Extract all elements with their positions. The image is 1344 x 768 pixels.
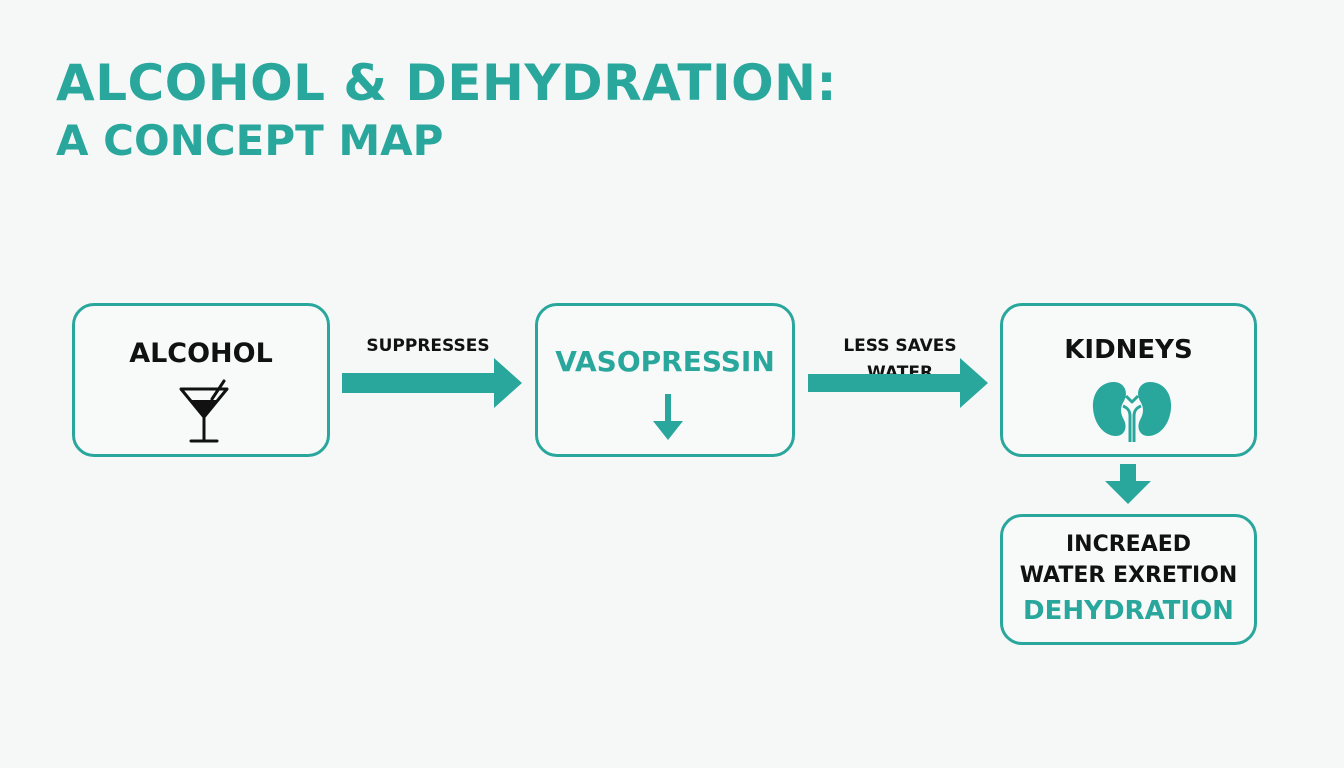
node-vasopressin-label: VASOPRESSIN — [555, 345, 775, 378]
edge-label-line-1: LESS SAVES — [843, 336, 957, 356]
arrow-kidneys-to-outcome — [1105, 464, 1151, 504]
node-kidneys: KIDNEYS — [1000, 303, 1257, 457]
node-vasopressin: VASOPRESSIN — [535, 303, 795, 457]
down-arrow-icon — [653, 394, 683, 440]
node-outcome: INCREAED WATER EXRETION DEHYDRATION — [1000, 514, 1257, 645]
node-outcome-line-2: WATER EXRETION — [1019, 563, 1238, 588]
node-outcome-line-3: DEHYDRATION — [1023, 596, 1234, 626]
node-outcome-line-1: INCREAED — [1065, 532, 1192, 557]
node-alcohol-label: ALCOHOL — [129, 338, 273, 369]
page-subtitle: A CONCEPT MAP — [56, 116, 444, 165]
node-kidneys-label: KIDNEYS — [1064, 335, 1193, 365]
arrow-vasopressin-to-kidneys — [808, 358, 988, 408]
page-title: ALCOHOL & DEHYDRATION: — [56, 54, 837, 112]
arrow-alcohol-to-vasopressin — [342, 358, 522, 408]
martini-glass-icon — [179, 379, 229, 443]
kidneys-icon — [1092, 382, 1172, 442]
edge-label-suppresses: SUPPRESSES — [366, 336, 490, 356]
node-alcohol: ALCOHOL — [72, 303, 330, 457]
